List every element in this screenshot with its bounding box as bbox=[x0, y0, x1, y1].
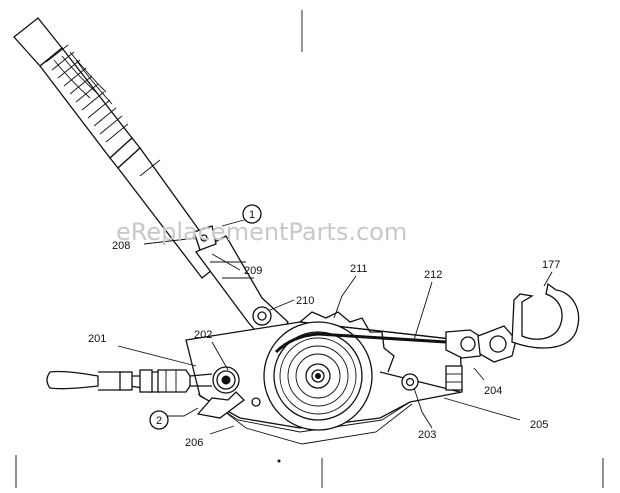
left-hook-assembly bbox=[46, 369, 213, 393]
callout-212: 212 bbox=[424, 269, 442, 281]
callout-203: 203 bbox=[418, 429, 436, 441]
circled-callout-2: 2 bbox=[149, 410, 169, 430]
pin bbox=[401, 373, 419, 391]
right-hook-assembly bbox=[445, 282, 580, 391]
lever-handle bbox=[13, 17, 289, 363]
cable bbox=[274, 332, 447, 354]
callout-177: 177 bbox=[542, 259, 560, 271]
callout-202: 202 bbox=[194, 329, 212, 341]
callout-2-label: 2 bbox=[156, 415, 162, 427]
callout-1-label: 1 bbox=[249, 209, 255, 221]
leader-lines bbox=[117, 219, 553, 435]
callout-210: 210 bbox=[296, 295, 314, 307]
callout-205: 205 bbox=[530, 419, 548, 431]
callout-208: 208 bbox=[112, 240, 130, 252]
crop-marks bbox=[15, 10, 604, 488]
callout-201: 201 bbox=[88, 333, 106, 345]
callout-211: 211 bbox=[350, 263, 368, 275]
watermark: eReplacementParts.com bbox=[116, 218, 407, 246]
callout-204: 204 bbox=[484, 385, 502, 397]
callout-206: 206 bbox=[185, 437, 203, 449]
roller bbox=[212, 366, 240, 394]
circled-callout-1: 1 bbox=[242, 204, 262, 224]
callout-209: 209 bbox=[244, 265, 262, 277]
cable-drum bbox=[263, 311, 395, 431]
release-lever bbox=[196, 391, 261, 419]
